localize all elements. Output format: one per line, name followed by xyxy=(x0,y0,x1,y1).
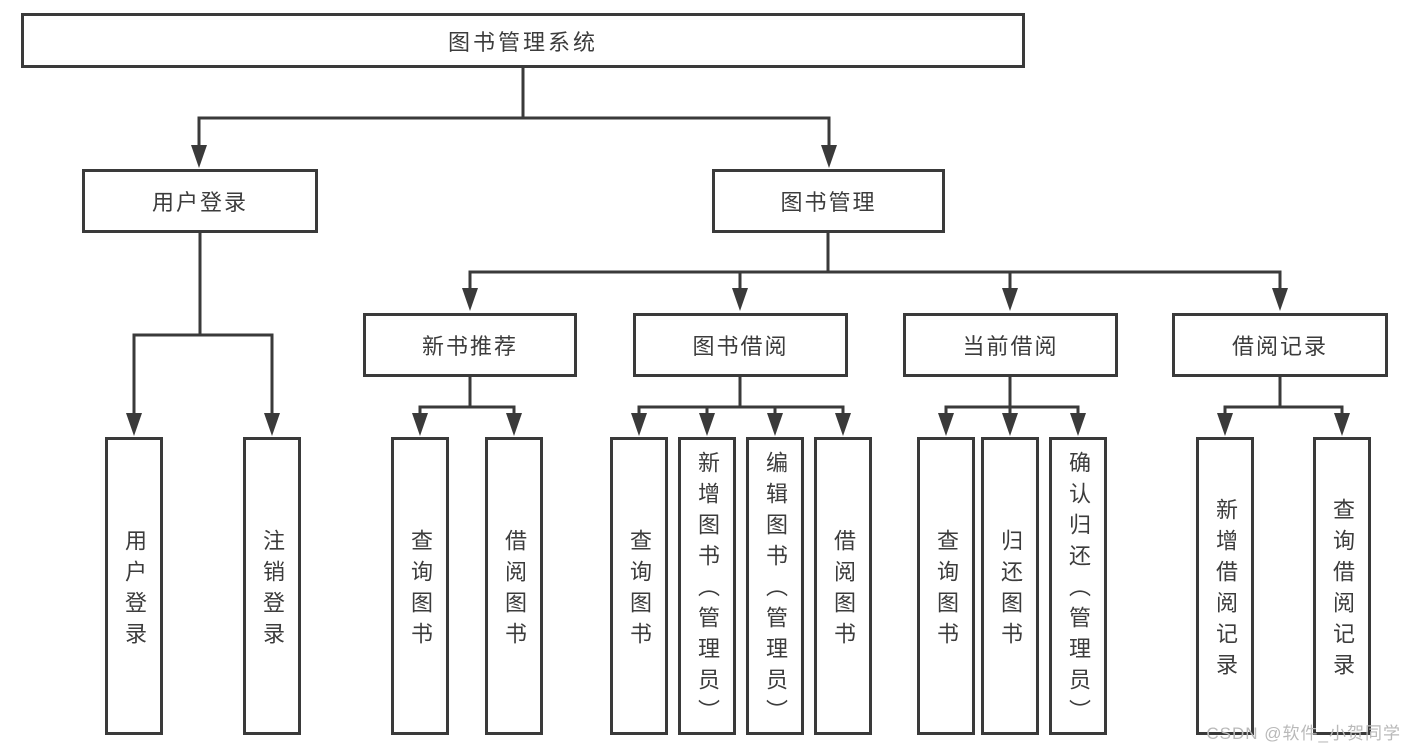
node-book-management: 图书管理 xyxy=(712,169,945,233)
node-leaf-add-borrow-record: 新增借阅记录 xyxy=(1196,437,1254,735)
node-leaf-return-books: 归还图书 xyxy=(981,437,1039,735)
node-label: 编辑图书（管理员） xyxy=(763,451,788,730)
csdn-watermark: CSDN @软件_小贺同学 xyxy=(1206,724,1401,743)
node-label: 查询图书 xyxy=(627,528,652,653)
node-current-borrowing: 当前借阅 xyxy=(903,313,1118,377)
node-label: 注销登录 xyxy=(260,528,285,653)
node-leaf-query-borrow-record: 查询借阅记录 xyxy=(1313,437,1371,735)
node-label: 查询借阅记录 xyxy=(1330,497,1355,684)
node-leaf-query-books-3: 查询图书 xyxy=(917,437,975,735)
node-label: 图书管理系统 xyxy=(447,29,598,55)
node-label: 查询图书 xyxy=(934,528,959,653)
node-leaf-user-login: 用户登录 xyxy=(105,437,163,735)
node-label: 新增借阅记录 xyxy=(1213,497,1238,684)
node-label: 借阅记录 xyxy=(1231,334,1328,359)
node-label: 当前借阅 xyxy=(962,334,1059,359)
node-leaf-confirm-return-admin: 确认归还（管理员） xyxy=(1049,437,1107,735)
node-label: 归还图书 xyxy=(998,528,1023,653)
node-label: 确认归还（管理员） xyxy=(1066,451,1091,730)
node-leaf-borrow-books-2: 借阅图书 xyxy=(814,437,872,735)
arrowheads xyxy=(126,145,1350,436)
node-label: 图书管理 xyxy=(780,190,877,215)
node-label: 图书借阅 xyxy=(692,334,789,359)
node-leaf-logout: 注销登录 xyxy=(243,437,301,735)
node-user-login: 用户登录 xyxy=(82,169,318,233)
node-borrowing-records: 借阅记录 xyxy=(1172,313,1388,377)
node-label: 新书推荐 xyxy=(421,334,518,359)
node-leaf-borrow-books-1: 借阅图书 xyxy=(485,437,543,735)
node-leaf-query-books-1: 查询图书 xyxy=(391,437,449,735)
node-leaf-edit-books-admin: 编辑图书（管理员） xyxy=(746,437,804,735)
node-library-management-system: 图书管理系统 xyxy=(21,13,1025,68)
node-book-borrowing: 图书借阅 xyxy=(633,313,848,377)
node-new-book-recommendation: 新书推荐 xyxy=(363,313,577,377)
node-label: 用户登录 xyxy=(122,528,147,653)
node-label: 新增图书（管理员） xyxy=(695,451,720,730)
node-label: 查询图书 xyxy=(408,528,433,653)
node-label: 借阅图书 xyxy=(502,528,527,653)
node-label: 借阅图书 xyxy=(831,528,856,653)
node-label: 用户登录 xyxy=(151,190,248,215)
node-leaf-add-books-admin: 新增图书（管理员） xyxy=(678,437,736,735)
node-leaf-query-books-2: 查询图书 xyxy=(610,437,668,735)
